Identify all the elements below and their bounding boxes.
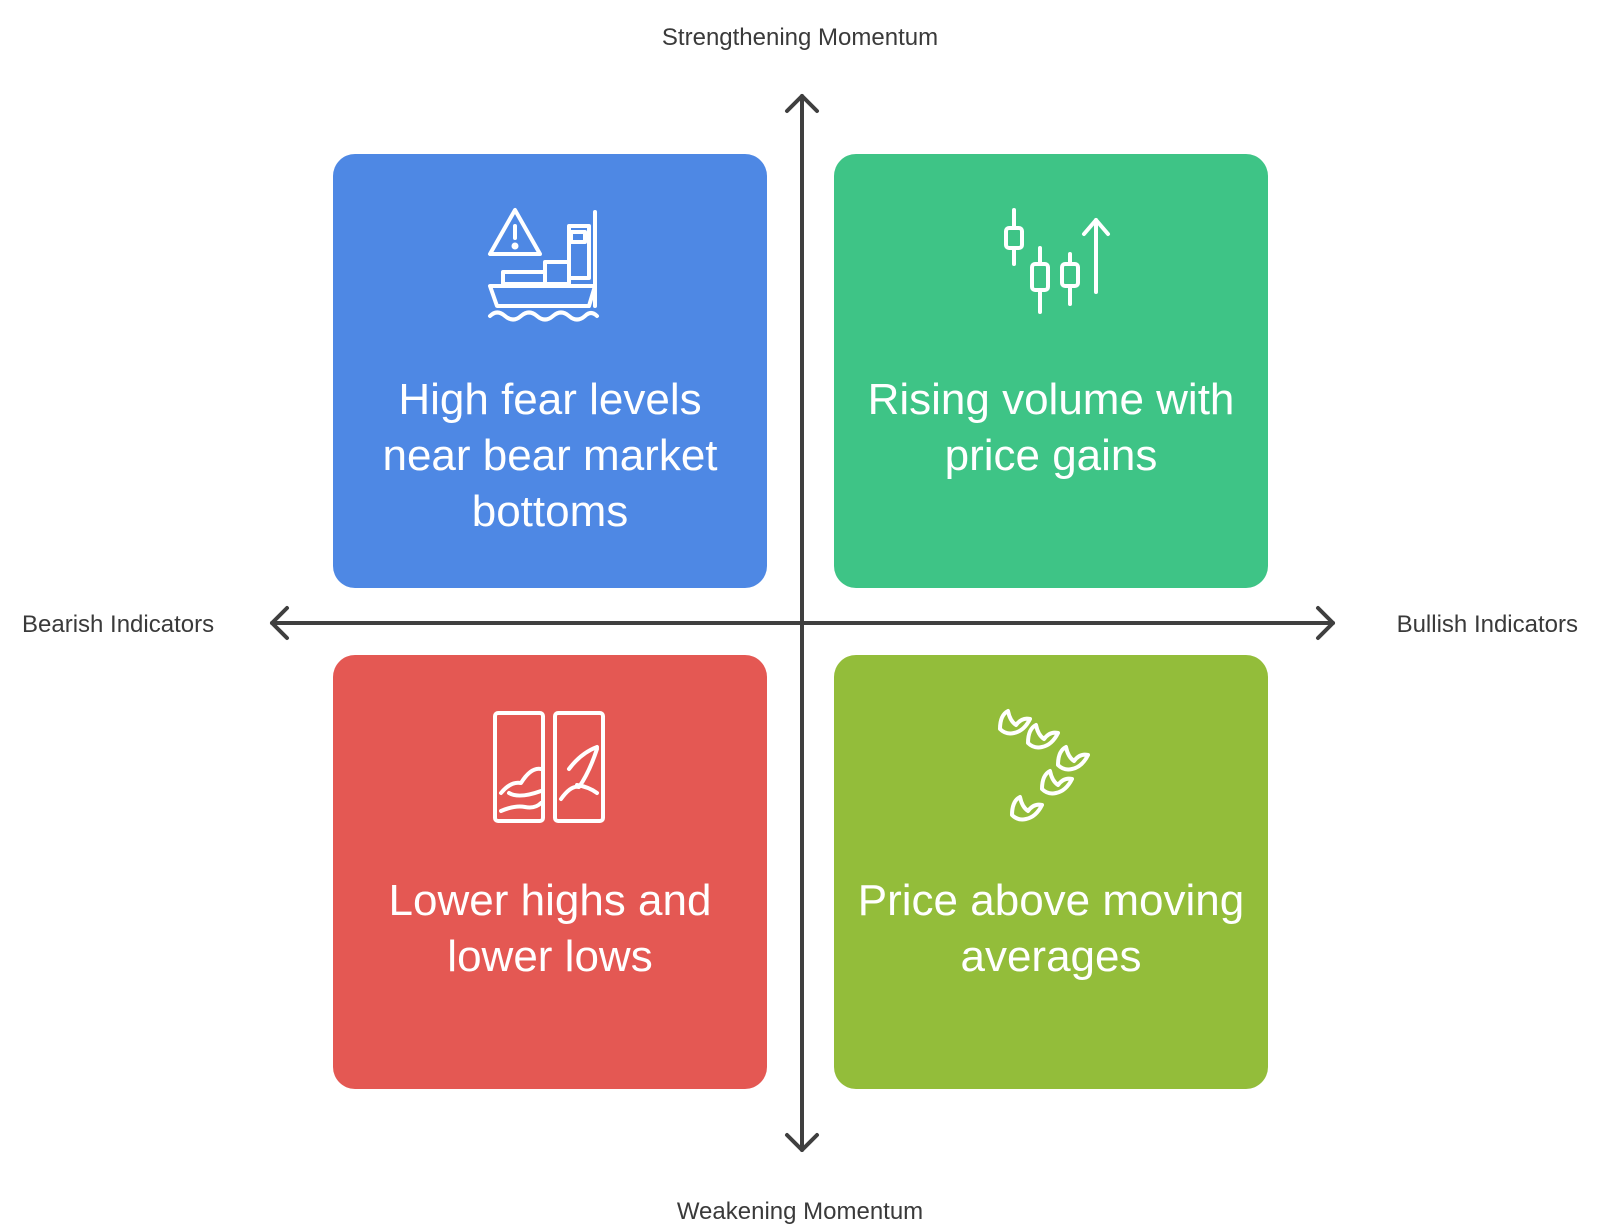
arrow-right — [1316, 606, 1335, 640]
quadrant-text: Lower highs and lower lows — [388, 876, 712, 981]
arrow-left — [270, 606, 289, 640]
arrow-up — [785, 94, 819, 113]
flock-of-birds-icon — [998, 709, 1090, 822]
axis-label-bottom: Weakening Momentum — [676, 1198, 924, 1225]
quadrant-bottom-left: Lower highs and lower lows — [333, 655, 767, 1089]
quadrant-bottom-right: Price above moving averages — [834, 655, 1268, 1089]
quadrant-top-left: High fear levels near bear market bottom… — [333, 154, 767, 588]
quadrant-text: High fear levels near bear market bottom… — [382, 375, 718, 536]
candlestick-up-arrow-icon — [1004, 208, 1110, 314]
arrow-down — [785, 1133, 819, 1152]
axis-label-left: Bearish Indicators — [22, 611, 215, 638]
axis-label-right: Bullish Indicators — [1396, 611, 1578, 638]
quadrant-text: Price above moving averages — [857, 876, 1245, 981]
descending-panels-icon — [493, 711, 605, 823]
quadrant-top-right: Rising volume with price gains — [834, 154, 1268, 588]
quadrant-text: Rising volume with price gains — [867, 375, 1235, 480]
axis-label-top: Strengthening Momentum — [661, 24, 939, 51]
sinking-ship-warning-icon — [488, 208, 599, 322]
